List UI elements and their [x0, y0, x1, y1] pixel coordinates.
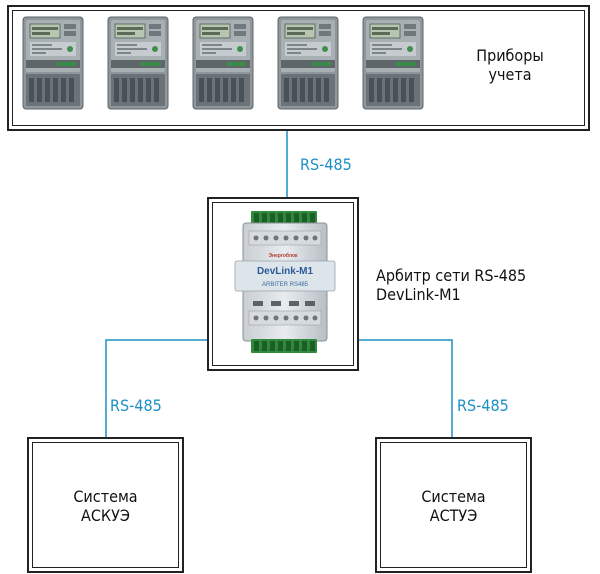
meters-label-line1: Приборы	[476, 46, 544, 65]
arbiter-label: Арбитр сети RS-485 DevLink-M1	[376, 266, 526, 304]
link-label-left: RS-485	[110, 396, 162, 415]
device-model-text: ARBITER RS485	[262, 282, 309, 288]
meters-label: Приборы учета	[462, 46, 558, 84]
device-logo-text: Энергоблок	[268, 252, 298, 259]
system-astue-frame	[375, 437, 532, 573]
electricity-meter-image	[277, 16, 339, 110]
wire-arbiter-askue	[105, 339, 207, 437]
system-astue-line2: АСТУЭ	[429, 506, 478, 525]
system-astue-label: Система АСТУЭ	[375, 487, 532, 525]
arbiter-label-line1: Арбитр сети RS-485	[376, 266, 527, 285]
link-label-right: RS-485	[457, 396, 509, 415]
arbiter-label-line2: DevLink-M1	[376, 285, 461, 304]
system-askue-frame	[27, 437, 184, 573]
electricity-meter-image	[362, 16, 424, 110]
link-label-top: RS-485	[300, 155, 352, 174]
device-brand-text: DevLink-M1	[257, 266, 314, 277]
arbiter-device-image: Энергоблок DevLink-M1 ARBITER RS485	[234, 211, 336, 353]
system-askue-line1: Система	[73, 487, 138, 506]
system-astue-line1: Система	[421, 487, 486, 506]
system-askue-label: Система АСКУЭ	[27, 487, 184, 525]
wire-arbiter-astue	[359, 339, 453, 437]
electricity-meter-image	[192, 16, 254, 110]
meters-label-line2: учета	[488, 65, 532, 84]
electricity-meter-image	[22, 16, 84, 110]
system-askue-line2: АСКУЭ	[81, 506, 130, 525]
electricity-meter-image	[107, 16, 169, 110]
